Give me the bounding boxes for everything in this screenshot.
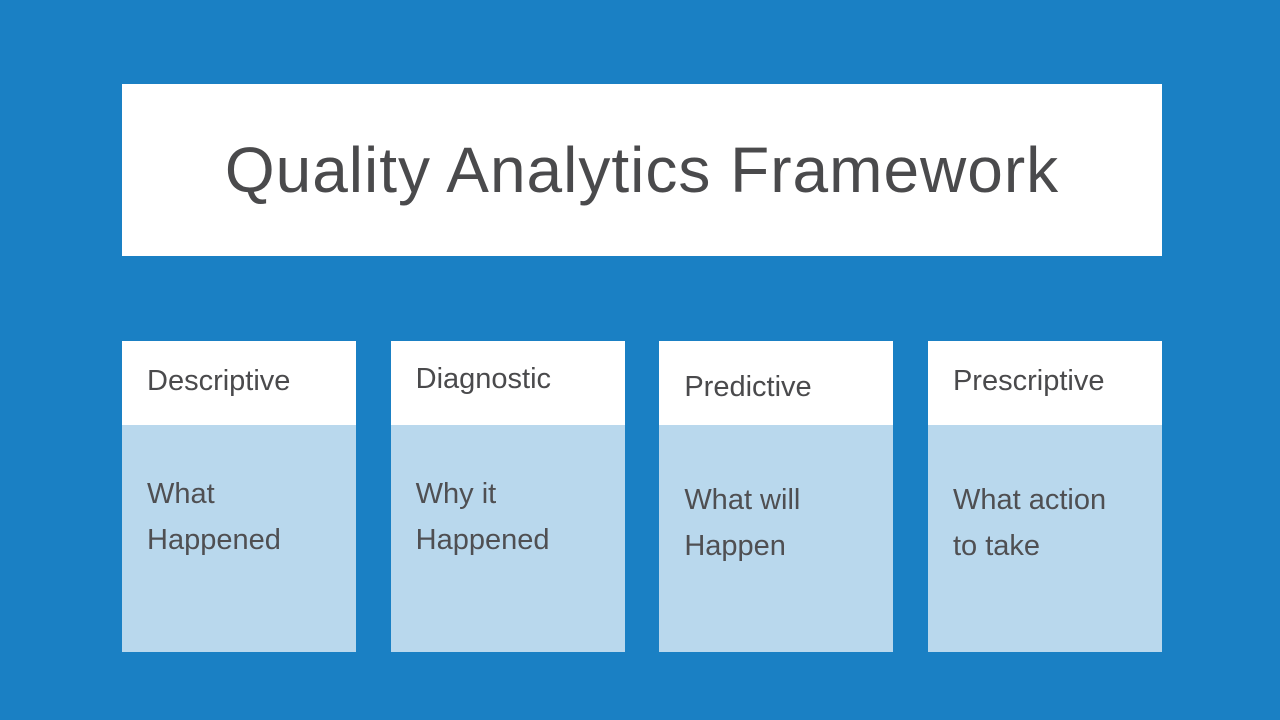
column-descriptive: Descriptive What Happened	[122, 341, 356, 652]
column-body-descriptive: What Happened	[122, 425, 356, 652]
column-diagnostic: Diagnostic Why it Happened	[390, 341, 625, 652]
column-header-diagnostic: Diagnostic	[390, 341, 625, 425]
column-header-descriptive: Descriptive	[122, 341, 356, 425]
column-body-prescriptive: What action to take	[927, 425, 1162, 652]
analytics-columns: Descriptive What Happened Diagnostic Why…	[122, 341, 1162, 652]
column-body-predictive: What will Happen	[659, 425, 894, 652]
column-header-predictive: Predictive	[659, 341, 894, 425]
slide-title: Quality Analytics Framework	[224, 134, 1060, 206]
title-banner: Quality Analytics Framework	[122, 84, 1162, 256]
column-header-prescriptive: Prescriptive	[927, 341, 1162, 425]
column-body-diagnostic: Why it Happened	[390, 425, 625, 652]
column-predictive: Predictive What will Happen	[659, 341, 894, 652]
column-prescriptive: Prescriptive What action to take	[927, 341, 1162, 652]
